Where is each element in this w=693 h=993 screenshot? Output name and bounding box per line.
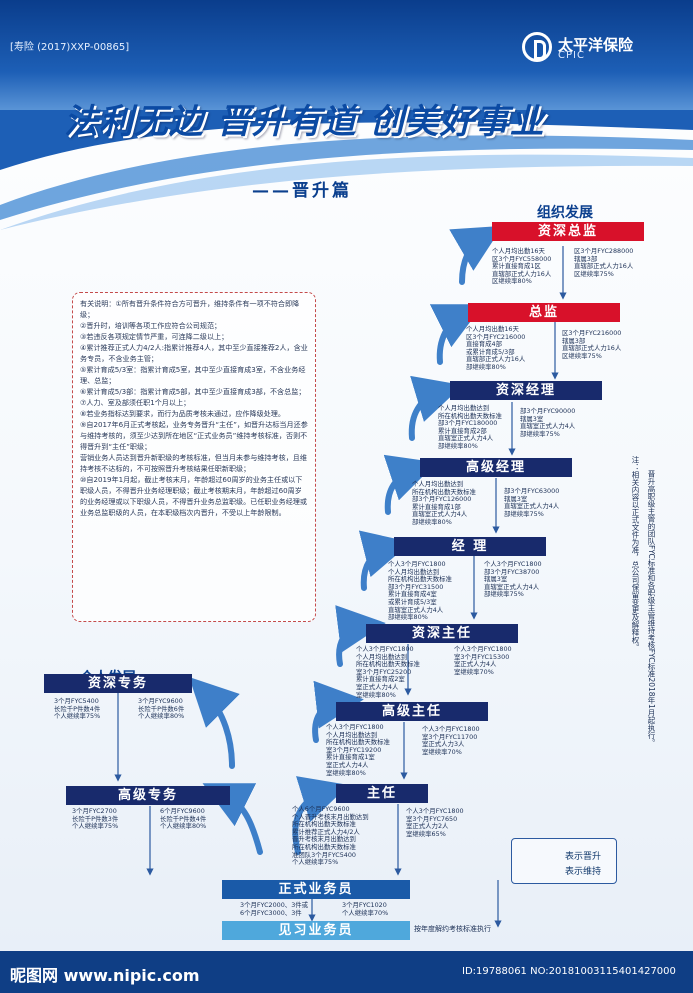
watermark-left: 昵图网 www.nipic.com [10, 966, 200, 985]
note-line: ⑨自2017年6月正式考核起，业务专务晋升“主任”，如晋升达标当月还参与维持考核… [80, 420, 308, 451]
brand-name-cn: 太平洋保险 [558, 36, 634, 54]
level-senior-specialist: 资深专务 [44, 674, 192, 693]
legend: 表示晋升 表示维持 [511, 838, 617, 884]
notes-panel: 有关说明：①所有晋升条件符合方可晋升，维持条件有一项不符合即降级； ②晋升时，培… [72, 292, 316, 622]
side-note: 注：相关内容以正式文件为准，总公司保留变更及解释权。 [631, 456, 640, 651]
document-code: [寿险 (2017)XXP-00865] [10, 42, 130, 53]
level-senior-supervisor: 资深主任 [366, 624, 518, 643]
note-line: ⑤累计育成5/3室：指累计育成5室，其中至少直接育成3室，不含业务经理、总监； [80, 365, 306, 385]
level-manager: 经 理 [394, 537, 546, 556]
wave-decoration [0, 110, 693, 230]
top-banner [0, 0, 693, 120]
cpic-logo: 太平洋保险 CPIC [522, 32, 682, 64]
org-development-title: 组织发展 [537, 205, 593, 221]
note-line: ⑧若业务指标达到要求，而行为品质考核未通过，应作降级处理。 [80, 409, 285, 418]
note-line: 有关说明：①所有晋升条件符合方可晋升，维持条件有一项不符合即降级； [80, 299, 300, 319]
level-senior-director: 资深总监 [492, 222, 644, 241]
level-high-specialist: 高级专务 [66, 786, 230, 805]
watermark-right: ID:19788061 NO:20181003115401427000 [462, 966, 676, 977]
note-line: 营销业务人员达到晋升新职级的考核标准，但当月未参与维持考核，且维持考核不达标的，… [80, 453, 307, 473]
watermark-bar [0, 951, 693, 993]
note-line: ⑦人力、室及部须任职1个月以上； [80, 398, 191, 407]
side-note-2: 晋升高职级主管的团队FYC标准和各职级主管维持考核FYC标准2018年1月起执行… [647, 470, 656, 747]
sub-title: ——晋升篇 [252, 181, 352, 201]
legend-promote: 表示晋升 [565, 852, 602, 862]
legend-maintain: 表示维持 [565, 867, 602, 877]
level-high-manager: 高级经理 [420, 458, 572, 477]
note-line: ③若违反各项规定情节严重，可连降二级以上； [80, 332, 229, 341]
cpic-logo-icon [522, 32, 552, 62]
brand-name-en: CPIC [558, 50, 585, 61]
note-line: ⑩自2019年1月起，截止考核末月，年龄超过60周岁的业务主任或以下职级人员，不… [80, 475, 307, 517]
level-director: 总监 [468, 303, 620, 322]
level-senior-manager: 资深经理 [450, 381, 602, 400]
level-supervisor: 主任 [336, 784, 428, 803]
trainee-note: 按年度解约考核标准执行 [414, 925, 491, 933]
main-title: 法利无边 晋升有道 创美好事业 [64, 102, 545, 142]
note-line: ⑥累计育成5/3部：指累计育成5部，其中至少直接育成3部，不含总监； [80, 387, 306, 396]
level-trainee-agent: 见习业务员 [222, 921, 410, 940]
note-line: ②晋升时，培训等各项工作应符合公司规范； [80, 321, 222, 330]
level-high-supervisor: 高级主任 [336, 702, 488, 721]
level-formal-agent: 正式业务员 [222, 880, 410, 899]
note-line: ④累计推荐正式人力4/2人:指累计推荐4人，其中至少直接推荐2人，含业务专员，不… [80, 343, 308, 363]
